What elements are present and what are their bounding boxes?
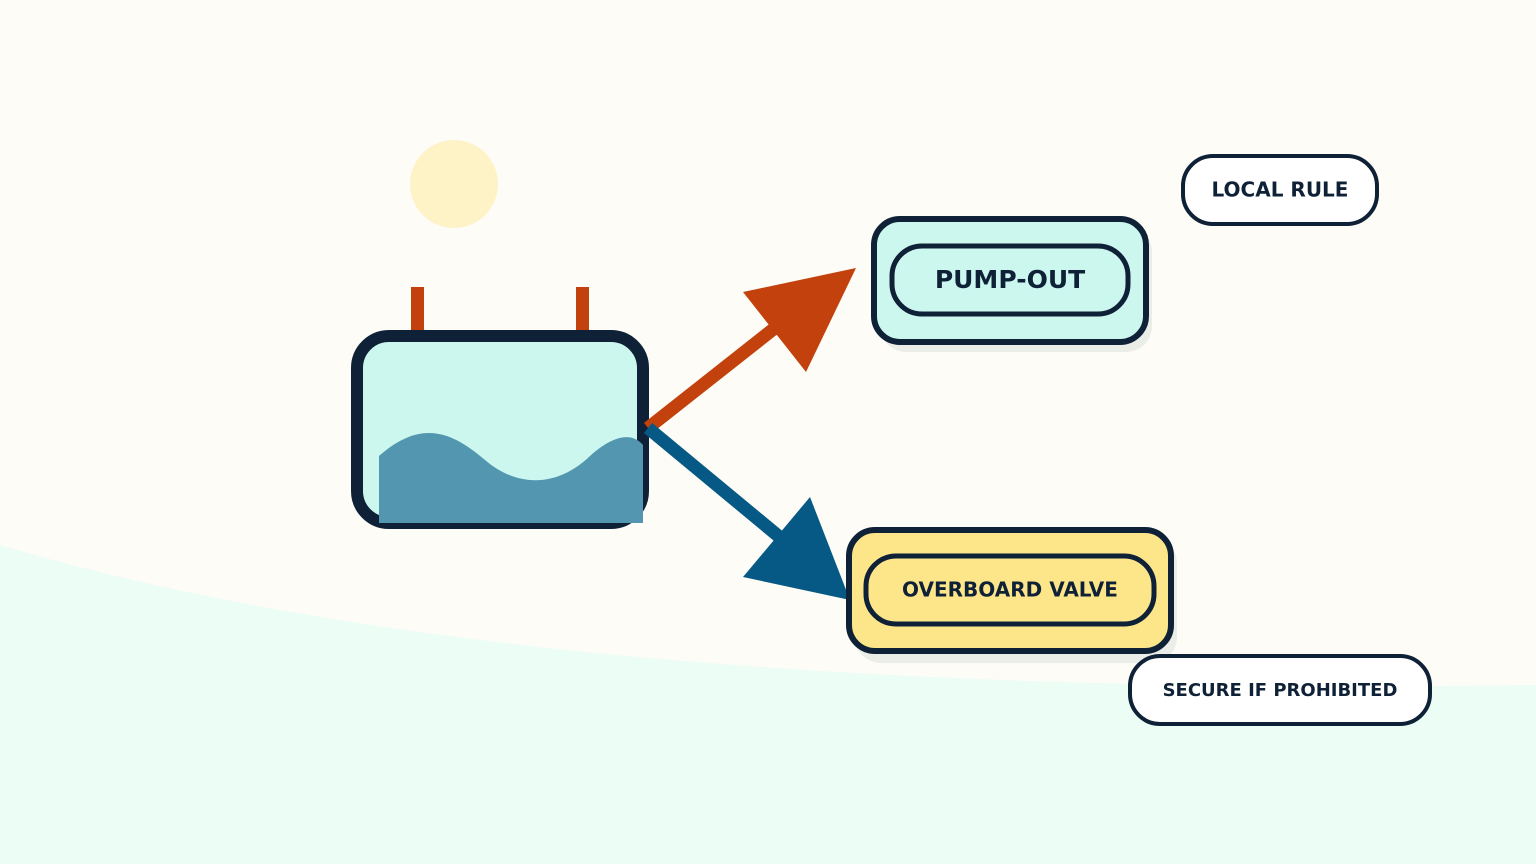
tag-secure-if-prohibited: SECURE IF PROHIBITED <box>1128 654 1432 726</box>
tag-label: SECURE IF PROHIBITED <box>1163 680 1398 701</box>
edge-tank-to-overboard-valve <box>643 422 850 600</box>
node-label: PUMP-OUT <box>935 265 1085 294</box>
holding-tank-icon <box>351 287 649 529</box>
tank-fitting-right <box>576 287 589 337</box>
arrow-head <box>743 497 850 600</box>
edge-tank-to-pump-out <box>643 268 856 434</box>
arrow-shaft <box>643 310 795 434</box>
tag-box <box>1181 154 1379 226</box>
node-inner <box>889 243 1131 317</box>
node-overboard-valve: OVERBOARD VALVE <box>846 527 1177 663</box>
node-inner <box>863 553 1157 627</box>
tank-water <box>379 432 643 523</box>
sun-icon <box>410 140 498 228</box>
ground-curve <box>0 545 1536 864</box>
arrow-shaft <box>643 422 805 560</box>
tag-label: LOCAL RULE <box>1212 178 1349 202</box>
node-label: OVERBOARD VALVE <box>902 578 1118 602</box>
tank-fitting-left <box>411 287 424 337</box>
node-pump-out: PUMP-OUT <box>871 216 1152 352</box>
arrow-head <box>743 268 856 372</box>
tag-box <box>1128 654 1432 726</box>
tag-local-rule: LOCAL RULE <box>1181 154 1379 226</box>
